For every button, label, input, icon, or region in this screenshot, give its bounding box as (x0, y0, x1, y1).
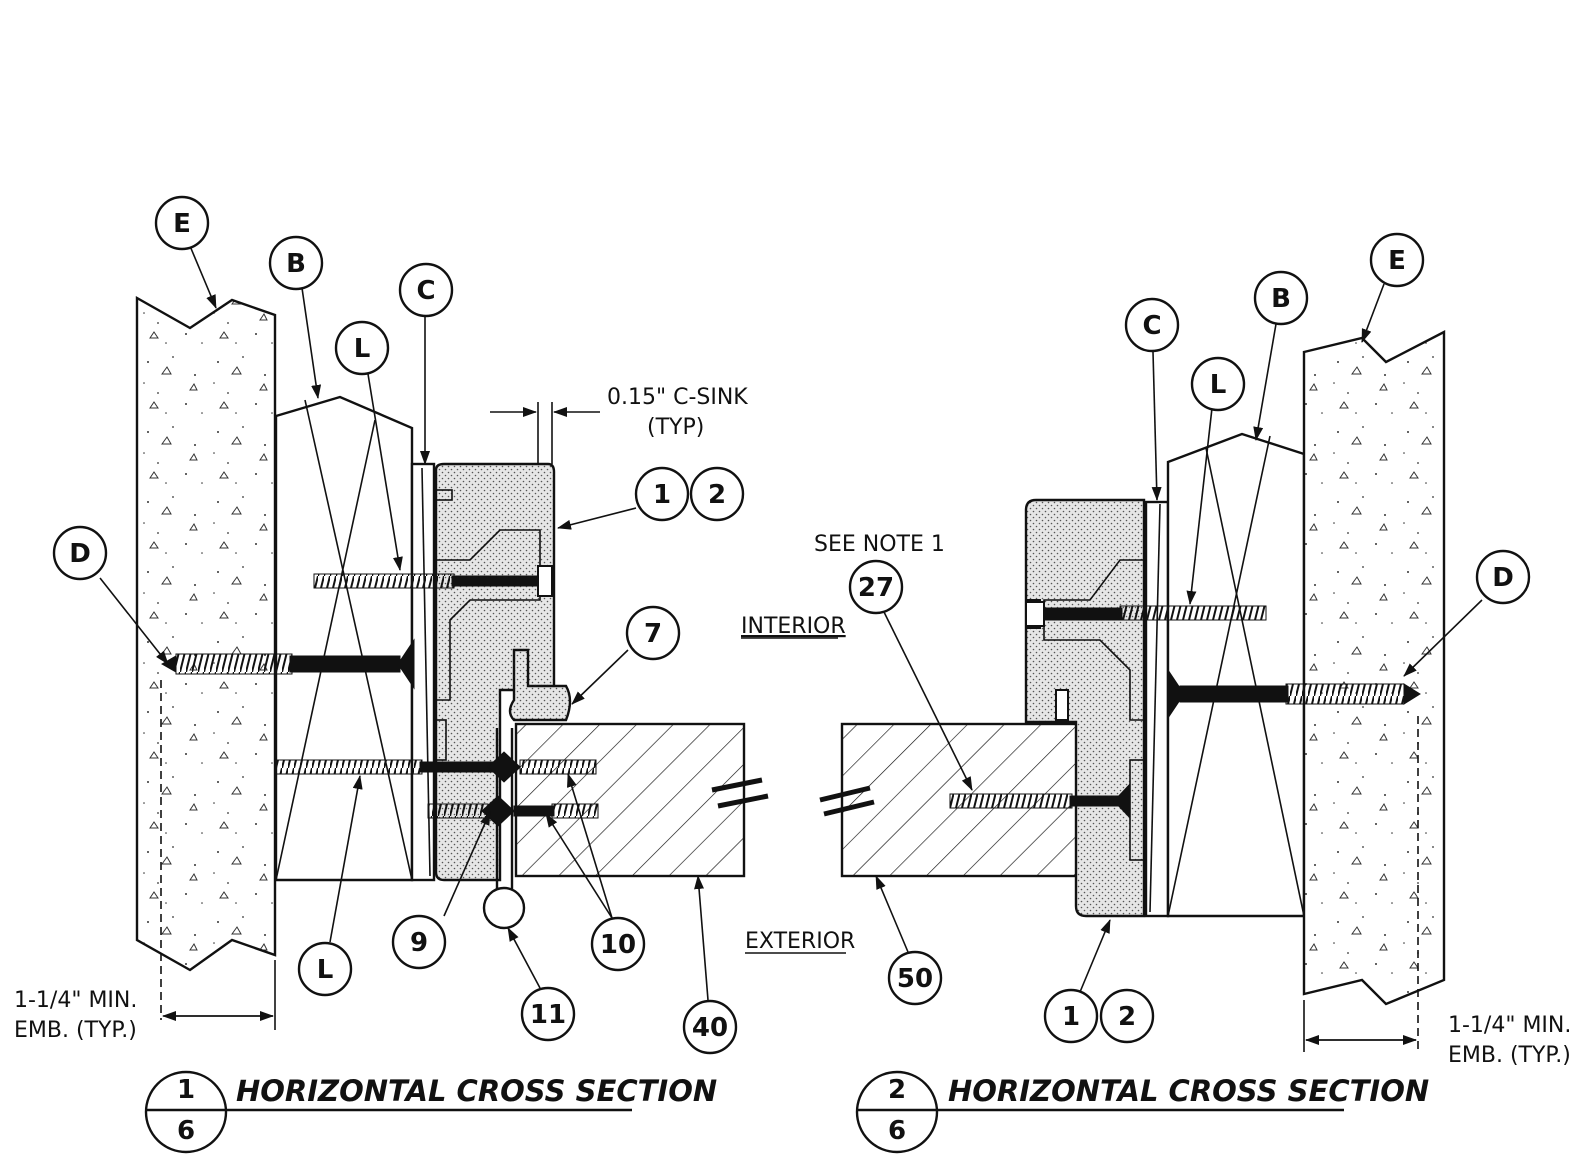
detail-tag-2: 2 6 (855, 1070, 1344, 1154)
screw-icon (313, 565, 553, 597)
callout-C-left: C (398, 262, 454, 318)
screw-icon (427, 795, 599, 827)
callout-2-right: 2 (1099, 988, 1155, 1044)
screw-icon (160, 638, 415, 690)
emb-note-right-line1: 1-1/4" MIN. (1448, 1013, 1571, 1038)
callout-D-right: D (1475, 549, 1531, 605)
callout-1-left: 1 (634, 466, 690, 522)
callout-D-left: D (52, 525, 108, 581)
callout-10: 10 (590, 916, 646, 972)
svg-text:L: L (317, 955, 334, 985)
callout-40: 40 (682, 999, 738, 1055)
svg-text:2: 2 (708, 480, 726, 510)
emb-note-left-line1: 1-1/4" MIN. (14, 988, 137, 1013)
svg-text:E: E (1388, 246, 1406, 276)
csink-note-line2: (TYP) (647, 415, 704, 440)
callout-50: 50 (887, 950, 943, 1006)
see-note: SEE NOTE 1 (814, 532, 945, 557)
window-frame-right (1024, 498, 1146, 918)
emb-note-left-line2: EMB. (TYP.) (14, 1018, 137, 1043)
callout-11: 11 (520, 986, 576, 1042)
screw-icon (1025, 601, 1267, 627)
svg-text:B: B (1271, 284, 1291, 314)
svg-text:50: 50 (897, 964, 933, 994)
svg-text:C: C (1142, 311, 1161, 341)
left-detail: 0.15" C-SINK (TYP) 1-1/4" MIN. EMB. (TYP… (14, 195, 769, 1154)
svg-text:1: 1 (653, 480, 671, 510)
emb-note-right-line2: EMB. (TYP.) (1448, 1043, 1571, 1068)
break-symbol (819, 785, 875, 817)
callout-L-bottom-left: L (297, 941, 353, 997)
break-symbol (711, 777, 769, 809)
window-frame-left (434, 462, 556, 882)
svg-text:L: L (354, 334, 371, 364)
svg-text:9: 9 (410, 928, 428, 958)
exterior-label: EXTERIOR (745, 929, 855, 954)
svg-text:1: 1 (1062, 1002, 1080, 1032)
svg-text:27: 27 (858, 573, 894, 603)
callout-2-left: 2 (689, 466, 745, 522)
weep-11 (482, 886, 526, 930)
screw-icon (275, 751, 597, 783)
concrete-wall-left (135, 295, 277, 972)
svg-text:1: 1 (177, 1075, 195, 1105)
svg-text:L: L (1210, 370, 1227, 400)
callout-B-left: B (268, 235, 324, 291)
svg-text:40: 40 (692, 1013, 728, 1043)
svg-text:B: B (286, 249, 306, 279)
wood-buck-left (274, 395, 414, 882)
callout-C-right: C (1124, 297, 1180, 353)
callout-L-top-left: L (334, 320, 390, 376)
svg-text:2: 2 (888, 1075, 906, 1105)
callout-E-left: E (154, 195, 210, 251)
center-labels: INTERIOR EXTERIOR SEE NOTE 1 27 50 (741, 532, 945, 1006)
callout-27: 27 (848, 559, 904, 615)
callout-L-right: L (1190, 356, 1246, 412)
svg-text:11: 11 (530, 1000, 566, 1030)
detail-tag-1: 1 6 (144, 1070, 632, 1154)
svg-text:D: D (69, 539, 91, 569)
callout-7: 7 (625, 605, 681, 661)
svg-text:10: 10 (600, 930, 636, 960)
svg-text:2: 2 (1118, 1002, 1136, 1032)
shim-right (1144, 500, 1170, 918)
gasket-7 (508, 648, 572, 722)
svg-text:6: 6 (177, 1116, 195, 1146)
callout-B-right: B (1253, 270, 1309, 326)
glass-unit-40 (514, 722, 746, 878)
callout-9: 9 (391, 914, 447, 970)
title-right: HORIZONTAL CROSS SECTION (948, 1074, 1429, 1108)
title-left: HORIZONTAL CROSS SECTION (236, 1074, 717, 1108)
callout-E-right: E (1369, 232, 1425, 288)
right-detail: 1-1/4" MIN. EMB. (TYP.) E B C L D 1 2 2 … (819, 232, 1571, 1154)
svg-text:C: C (416, 276, 435, 306)
svg-text:6: 6 (888, 1116, 906, 1146)
svg-text:7: 7 (644, 619, 662, 649)
wood-buck-right (1166, 432, 1306, 918)
interior-label: INTERIOR (741, 614, 846, 639)
svg-text:E: E (173, 209, 191, 239)
callout-1-right: 1 (1043, 988, 1099, 1044)
concrete-wall-right (1302, 330, 1446, 1006)
csink-note-line1: 0.15" C-SINK (607, 385, 748, 410)
screw-icon (949, 782, 1131, 820)
svg-text:D: D (1492, 563, 1514, 593)
screw-icon (1167, 668, 1421, 720)
